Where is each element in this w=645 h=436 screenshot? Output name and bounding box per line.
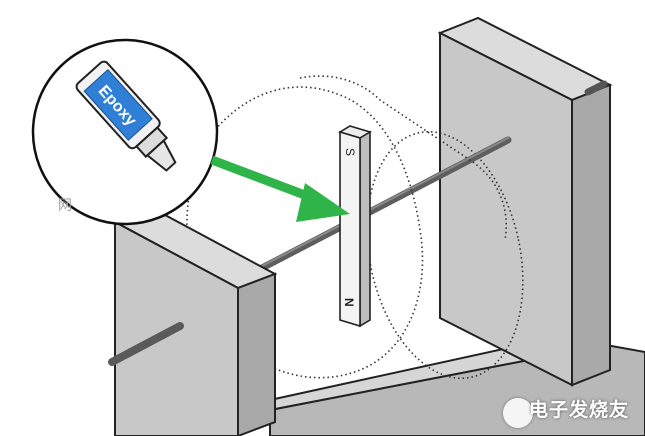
watermark-text: 电子发烧友 bbox=[528, 399, 629, 421]
rod-end-left bbox=[108, 322, 184, 366]
epoxy-callout: Epoxy bbox=[31, 38, 219, 226]
faint-watermark-text: 网 bbox=[58, 198, 72, 214]
magnet-pole-s: S bbox=[343, 148, 357, 156]
bar-magnet: S N bbox=[338, 125, 372, 328]
right-support-block bbox=[437, 16, 613, 387]
green-arrow-icon bbox=[210, 155, 350, 222]
magnet-pole-n: N bbox=[342, 298, 356, 307]
watermark-logo-icon bbox=[503, 398, 533, 428]
rod-end-right bbox=[584, 80, 608, 96]
field-line-back bbox=[366, 130, 524, 380]
axle-rod bbox=[258, 136, 512, 272]
epoxy-tube-icon: Epoxy bbox=[75, 60, 177, 172]
left-support-block bbox=[112, 206, 278, 436]
